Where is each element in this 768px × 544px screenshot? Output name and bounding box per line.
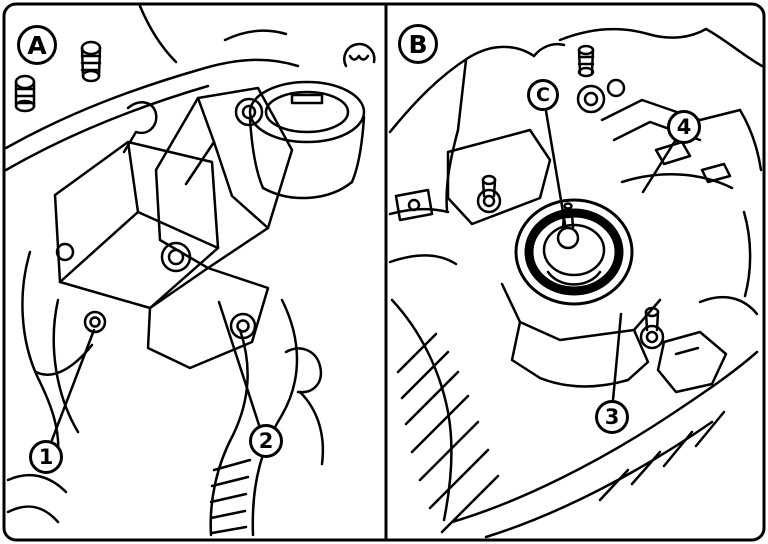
callout-part-3: 3 bbox=[595, 400, 629, 434]
callout-part-1: 1 bbox=[29, 440, 63, 474]
panel-b-label: B bbox=[398, 24, 438, 64]
leader-line-3 bbox=[611, 312, 623, 402]
callout-point-c: C bbox=[527, 79, 559, 111]
leader-line-c bbox=[544, 109, 567, 226]
leader-line-1 bbox=[50, 328, 96, 442]
panel-a-artwork bbox=[4, 4, 376, 537]
leader-line-4 bbox=[641, 139, 677, 194]
leader-line-2 bbox=[217, 300, 261, 427]
panel-a-label: A bbox=[17, 25, 57, 65]
callout-part-4: 4 bbox=[667, 110, 701, 144]
callout-part-2: 2 bbox=[249, 424, 283, 458]
panel-b-artwork bbox=[388, 27, 764, 539]
